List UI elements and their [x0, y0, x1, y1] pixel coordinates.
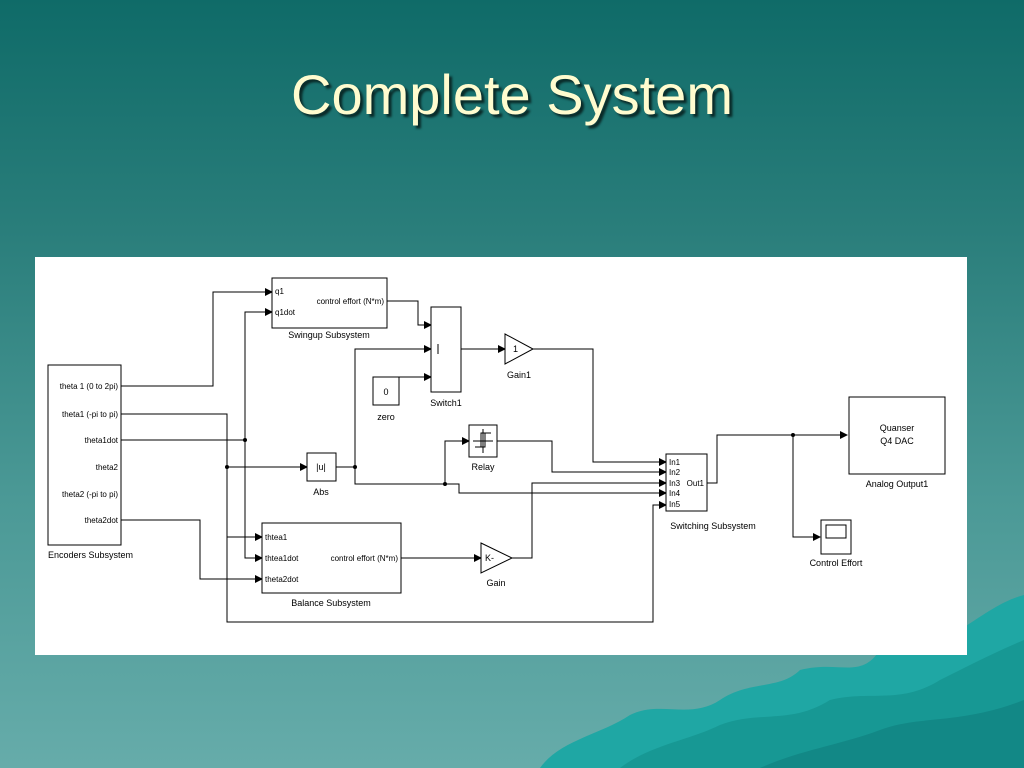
switching-out: Out1: [687, 479, 705, 488]
encoder-port-4: theta2: [96, 463, 119, 472]
encoders-subsystem[interactable]: theta 1 (0 to 2pi) theta1 (-pi to pi) th…: [47, 364, 133, 560]
slide-title: Complete System: [291, 63, 733, 126]
encoder-port-1: theta 1 (0 to 2pi): [60, 382, 119, 391]
swingup-out: control effort (N*m): [317, 297, 385, 306]
zero-value: 0: [383, 387, 388, 397]
junction-dots: [225, 433, 795, 486]
analog-output-line1: Quanser: [880, 423, 915, 433]
encoder-port-6: theta2dot: [85, 516, 119, 525]
switching-in-4: In4: [669, 489, 681, 498]
scope-label: Control Effort: [810, 558, 863, 568]
analog-output-line2: Q4 DAC: [880, 436, 914, 446]
analog-output-label: Analog Output1: [866, 479, 929, 489]
switching-in-2: In2: [669, 468, 681, 477]
scope-icon: [825, 524, 847, 539]
zero-label: zero: [377, 412, 395, 422]
switching-in-5: In5: [669, 500, 681, 509]
relay-icon: [473, 429, 493, 453]
gain-label: Gain: [486, 578, 505, 588]
balance-in-1: thtea1: [265, 533, 288, 542]
gain-block[interactable]: K- Gain: [480, 542, 514, 588]
simulink-diagram: theta 1 (0 to 2pi) theta1 (-pi to pi) th…: [47, 277, 946, 623]
switching-in-1: In1: [669, 458, 681, 467]
abs-block[interactable]: |u| Abs: [306, 452, 337, 497]
relay-label: Relay: [471, 462, 495, 472]
swingup-in-q1: q1: [275, 287, 284, 296]
relay-block[interactable]: Relay: [468, 424, 498, 472]
encoder-port-2: theta1 (-pi to pi): [62, 410, 118, 419]
encoder-port-3: theta1dot: [85, 436, 119, 445]
balance-out: control effort (N*m): [331, 554, 399, 563]
zero-constant[interactable]: 0 zero: [372, 376, 400, 422]
balance-in-3: theta2dot: [265, 575, 299, 584]
switching-in-3: In3: [669, 479, 681, 488]
gain-value: K-: [485, 553, 494, 563]
swingup-label: Swingup Subsystem: [288, 330, 370, 340]
swingup-in-q1dot: q1dot: [275, 308, 296, 317]
gain1-label: Gain1: [507, 370, 531, 380]
gain1-block[interactable]: 1 Gain1: [504, 333, 535, 380]
encoders-label: Encoders Subsystem: [48, 550, 133, 560]
switching-subsystem[interactable]: In1 In2 In3 In4 In5 Out1 Switching Subsy…: [665, 453, 756, 531]
balance-in-2: thtea1dot: [265, 554, 299, 563]
diagram-panel: theta 1 (0 to 2pi) theta1 (-pi to pi) th…: [35, 257, 967, 655]
switch1-block[interactable]: Switch1: [430, 306, 462, 408]
gain1-value: 1: [513, 344, 518, 354]
switch1-label: Switch1: [430, 398, 462, 408]
balance-subsystem[interactable]: thtea1 thtea1dot theta2dot control effor…: [261, 522, 402, 608]
swingup-subsystem[interactable]: q1 q1dot control effort (N*m) Swingup Su…: [271, 277, 388, 340]
abs-symbol: |u|: [316, 462, 326, 472]
encoder-port-5: theta2 (-pi to pi): [62, 490, 118, 499]
analog-output-block[interactable]: Quanser Q4 DAC Analog Output1: [848, 396, 946, 489]
switching-label: Switching Subsystem: [670, 521, 756, 531]
control-effort-scope[interactable]: Control Effort: [810, 519, 863, 568]
abs-label: Abs: [313, 487, 329, 497]
balance-label: Balance Subsystem: [291, 598, 371, 608]
